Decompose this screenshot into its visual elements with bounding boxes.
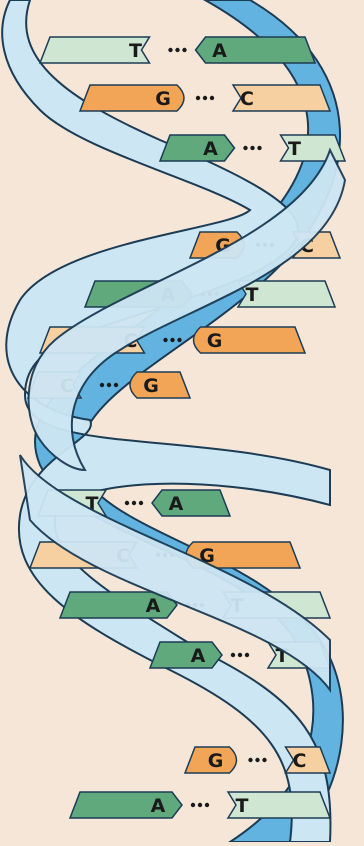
base-a-left — [68, 791, 183, 819]
hydrogen-bond-dot — [262, 757, 267, 763]
base-t-left — [38, 36, 151, 64]
hydrogen-bond-dot — [202, 95, 208, 101]
hydrogen-bond-dot — [250, 145, 255, 151]
base-a-left — [148, 641, 223, 669]
hydrogen-bond-dot — [257, 145, 262, 151]
hydrogen-bond-dot — [106, 382, 112, 388]
hydrogen-bond-dot — [204, 802, 210, 808]
hydrogen-bond-dot — [209, 95, 215, 101]
backbone-crossing-front — [27, 147, 347, 472]
base-letter-right: G — [207, 330, 223, 352]
hydrogen-bond-dot — [255, 757, 260, 763]
base-c-right — [284, 746, 332, 774]
helix-strand-front — [19, 147, 347, 694]
hydrogen-bond-dot — [124, 500, 130, 506]
hydrogen-bond-dot — [168, 47, 173, 53]
hydrogen-bond-dot — [170, 337, 175, 343]
base-letter-right: T — [246, 284, 259, 306]
hydrogen-bond-dot — [182, 47, 187, 53]
base-a-left — [158, 134, 236, 162]
hydrogen-bond-dot — [243, 145, 248, 151]
base-letter-left: G — [155, 88, 171, 110]
base-letter-right: A — [212, 40, 227, 62]
hydrogen-bond-dot — [113, 382, 119, 388]
hydrogen-bond-dot — [244, 652, 250, 658]
base-letter-right: C — [293, 750, 307, 772]
hydrogen-bond-dot — [230, 652, 236, 658]
base-g-right — [129, 371, 192, 399]
base-g-right — [192, 326, 307, 354]
base-letter-right: C — [240, 88, 254, 110]
hydrogen-bond-dot — [177, 337, 182, 343]
hydrogen-bond-dot — [190, 802, 196, 808]
base-t-right — [226, 791, 332, 819]
hydrogen-bond-dot — [138, 500, 144, 506]
hydrogen-bond-dot — [195, 95, 201, 101]
hydrogen-bond-dot — [237, 652, 243, 658]
base-letter-left: A — [151, 795, 166, 817]
base-letter-right: T — [288, 138, 301, 160]
base-a-right — [151, 489, 232, 517]
hydrogen-bond-dot — [197, 802, 203, 808]
base-letter-right: A — [169, 493, 184, 515]
hydrogen-bond-dot — [175, 47, 180, 53]
base-letter-left: A — [203, 138, 218, 160]
base-g-left — [78, 84, 185, 112]
hydrogen-bond-dot — [99, 382, 105, 388]
hydrogen-bond-dot — [131, 500, 137, 506]
base-letter-left: G — [208, 750, 224, 772]
base-t-right — [236, 280, 337, 308]
backbone-crossing-front-lower — [19, 454, 331, 694]
base-letter-left: A — [146, 595, 161, 617]
base-letter-left: A — [191, 645, 206, 667]
base-a-right — [194, 36, 317, 64]
base-c-right — [231, 84, 332, 112]
base-letter-right: T — [236, 795, 249, 817]
base-letter-right: G — [143, 375, 159, 397]
base-g-left — [183, 746, 238, 774]
hydrogen-bond-dot — [248, 757, 253, 763]
hydrogen-bond-dot — [163, 337, 168, 343]
base-letter-left: T — [129, 40, 142, 62]
